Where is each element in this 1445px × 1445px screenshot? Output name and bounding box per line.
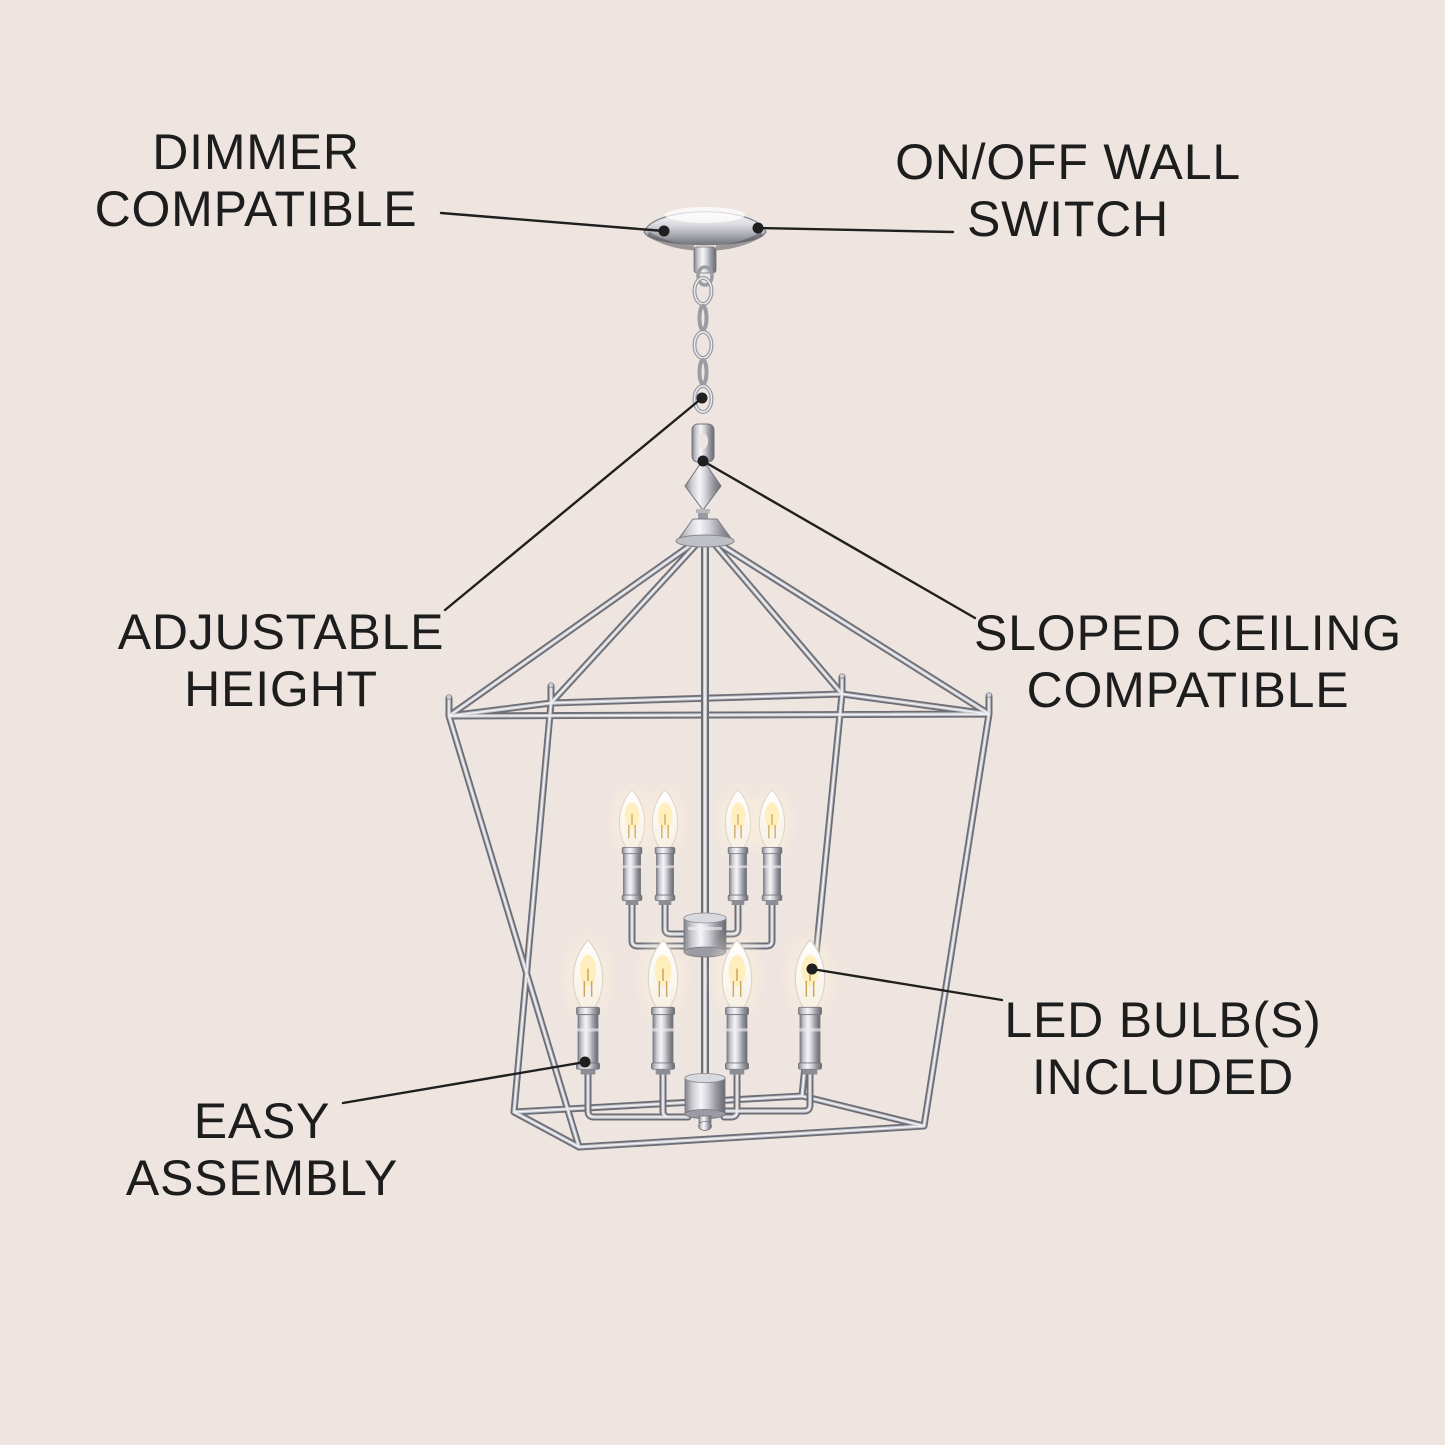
dimmer-leader-line <box>439 211 666 233</box>
cage-frame <box>445 529 993 1151</box>
adjustable-dot <box>696 392 708 404</box>
label-line: ASSEMBLY <box>125 1150 399 1206</box>
candle-bulb <box>637 778 693 906</box>
callout-lines <box>341 211 1004 1105</box>
hanging-chain <box>692 276 714 414</box>
label-sloped-ceiling-compatible: SLOPED CEILING COMPATIBLE <box>974 605 1402 719</box>
led-leader-line <box>810 967 1004 1002</box>
ceiling-canopy <box>643 207 767 287</box>
label-line: ADJUSTABLE <box>117 604 445 660</box>
candle-bulb <box>777 926 843 1076</box>
label-line: SLOPED CEILING <box>974 605 1402 661</box>
label-adjustable-height: ADJUSTABLE HEIGHT <box>118 604 445 718</box>
label-line: COMPATIBLE <box>1026 662 1350 718</box>
led-dot <box>806 963 818 975</box>
label-line: COMPATIBLE <box>94 181 418 237</box>
candle-bulb <box>630 926 696 1076</box>
candle-bulb <box>744 778 800 906</box>
wall-switch-dot <box>752 222 764 234</box>
adjustable-leader-line <box>443 396 704 612</box>
label-led-bulbs-included: LED BULB(S) INCLUDED <box>1004 992 1321 1106</box>
sloped-leader-line <box>701 459 977 620</box>
label-line: DIMMER <box>152 124 360 180</box>
corner-pin-caps <box>446 673 992 700</box>
label-on-off-wall-switch: ON/OFF WALL SWITCH <box>895 134 1241 248</box>
label-easy-assembly: EASY ASSEMBLY <box>126 1093 398 1207</box>
candle-bulb <box>704 926 770 1076</box>
label-line: LED BULB(S) <box>1004 992 1322 1048</box>
label-line: SWITCH <box>967 191 1169 247</box>
wall-switch-leader-line <box>756 226 955 234</box>
chain-finial <box>675 423 735 548</box>
dimmer-dot <box>658 225 670 237</box>
label-line: INCLUDED <box>1031 1049 1294 1105</box>
easy-leader-line <box>341 1060 587 1105</box>
label-line: ON/OFF WALL <box>895 134 1241 190</box>
label-dimmer-compatible: DIMMER COMPATIBLE <box>95 124 418 238</box>
easy-dot <box>579 1056 591 1068</box>
sloped-dot <box>697 455 709 467</box>
label-line: EASY <box>193 1093 331 1149</box>
label-line: HEIGHT <box>184 661 378 717</box>
lower-arm-hub <box>684 1073 726 1131</box>
candle-bulb <box>555 926 621 1076</box>
